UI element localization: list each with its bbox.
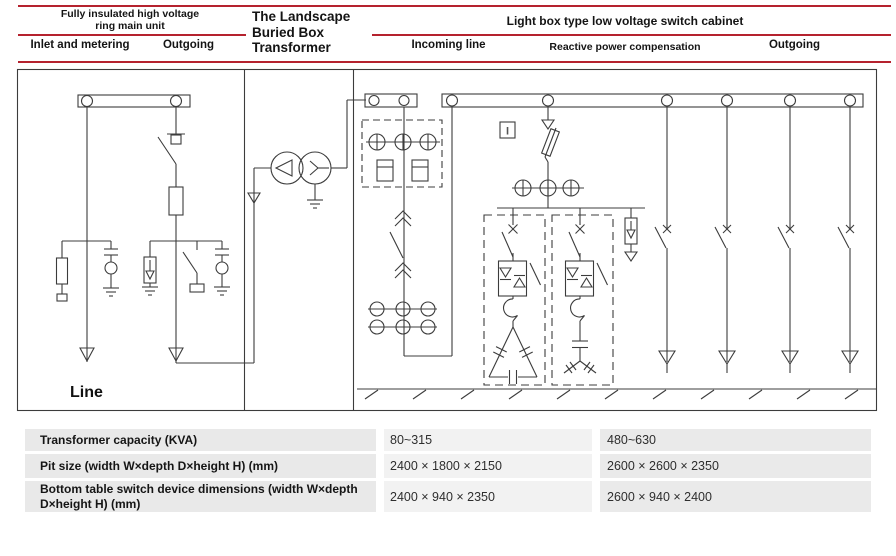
group-title-lv-switch-cabinet: Light box type low voltage switch cabine… <box>506 14 744 28</box>
column-label-inlet-and-metering: Inlet and metering <box>30 39 130 51</box>
spec-row-label: Bottom table switch device dimensions (w… <box>25 481 376 512</box>
diagram-border <box>16 68 878 412</box>
transformer-symbol <box>270 99 366 209</box>
spec-value: 2600 × 940 × 2400 <box>600 481 871 512</box>
table-row: Bottom table switch device dimensions (w… <box>25 481 871 512</box>
spec-row-label: Pit size (width W×depth D×height H) (mm) <box>25 454 376 478</box>
header-rule-bottom <box>18 61 891 63</box>
hv-busbar-symbol <box>77 94 191 108</box>
header-rule-mid-right <box>372 34 891 36</box>
incoming-line-feeder <box>361 107 453 357</box>
spec-value: 2400 × 940 × 2350 <box>384 481 592 512</box>
capacitor-bank-star <box>551 207 614 386</box>
surge-arrester-symbol <box>623 208 639 262</box>
compensation-feeder <box>497 107 645 209</box>
lv-outgoing-feeders <box>654 106 859 374</box>
table-row: Pit size (width W×depth D×height H) (mm)… <box>25 454 871 478</box>
spec-row-label: Transformer capacity (KVA) <box>25 429 376 451</box>
header-rule-top <box>18 5 891 7</box>
spec-table: Transformer capacity (KVA) 80~315 480~63… <box>25 429 871 512</box>
column-label-reactive-power-compensation: Reactive power compensation <box>549 41 701 53</box>
table-row: Transformer capacity (KVA) 80~315 480~63… <box>25 429 871 451</box>
instrument-label: I <box>506 126 509 138</box>
column-label-incoming-line: Incoming line <box>411 39 486 51</box>
ground-line <box>357 388 876 400</box>
spec-value: 80~315 <box>384 429 592 451</box>
column-label-lv-outgoing: Outgoing <box>768 39 821 51</box>
column-label-hv-outgoing: Outgoing <box>162 39 215 51</box>
inlet-metering-feeder <box>55 107 119 363</box>
capacitor-bank-delta <box>483 207 546 386</box>
hv-outgoing-feeder <box>142 107 230 363</box>
spec-value: 2400 × 1800 × 2150 <box>384 454 592 478</box>
lv-busbar-symbol <box>441 93 864 108</box>
hv-cable-link <box>176 167 271 364</box>
spec-value: 2600 × 2600 × 2350 <box>600 454 871 478</box>
group-title-buried-box-transformer: The Landscape Buried Box Transformer <box>252 9 351 56</box>
metering-busbar-symbol <box>364 93 418 108</box>
line-label: Line <box>70 384 103 401</box>
spec-value: 480~630 <box>600 429 871 451</box>
header-rule-mid-left <box>18 34 246 36</box>
group-title-ring-main-unit: Fully insulated high voltage ring main u… <box>60 8 200 33</box>
